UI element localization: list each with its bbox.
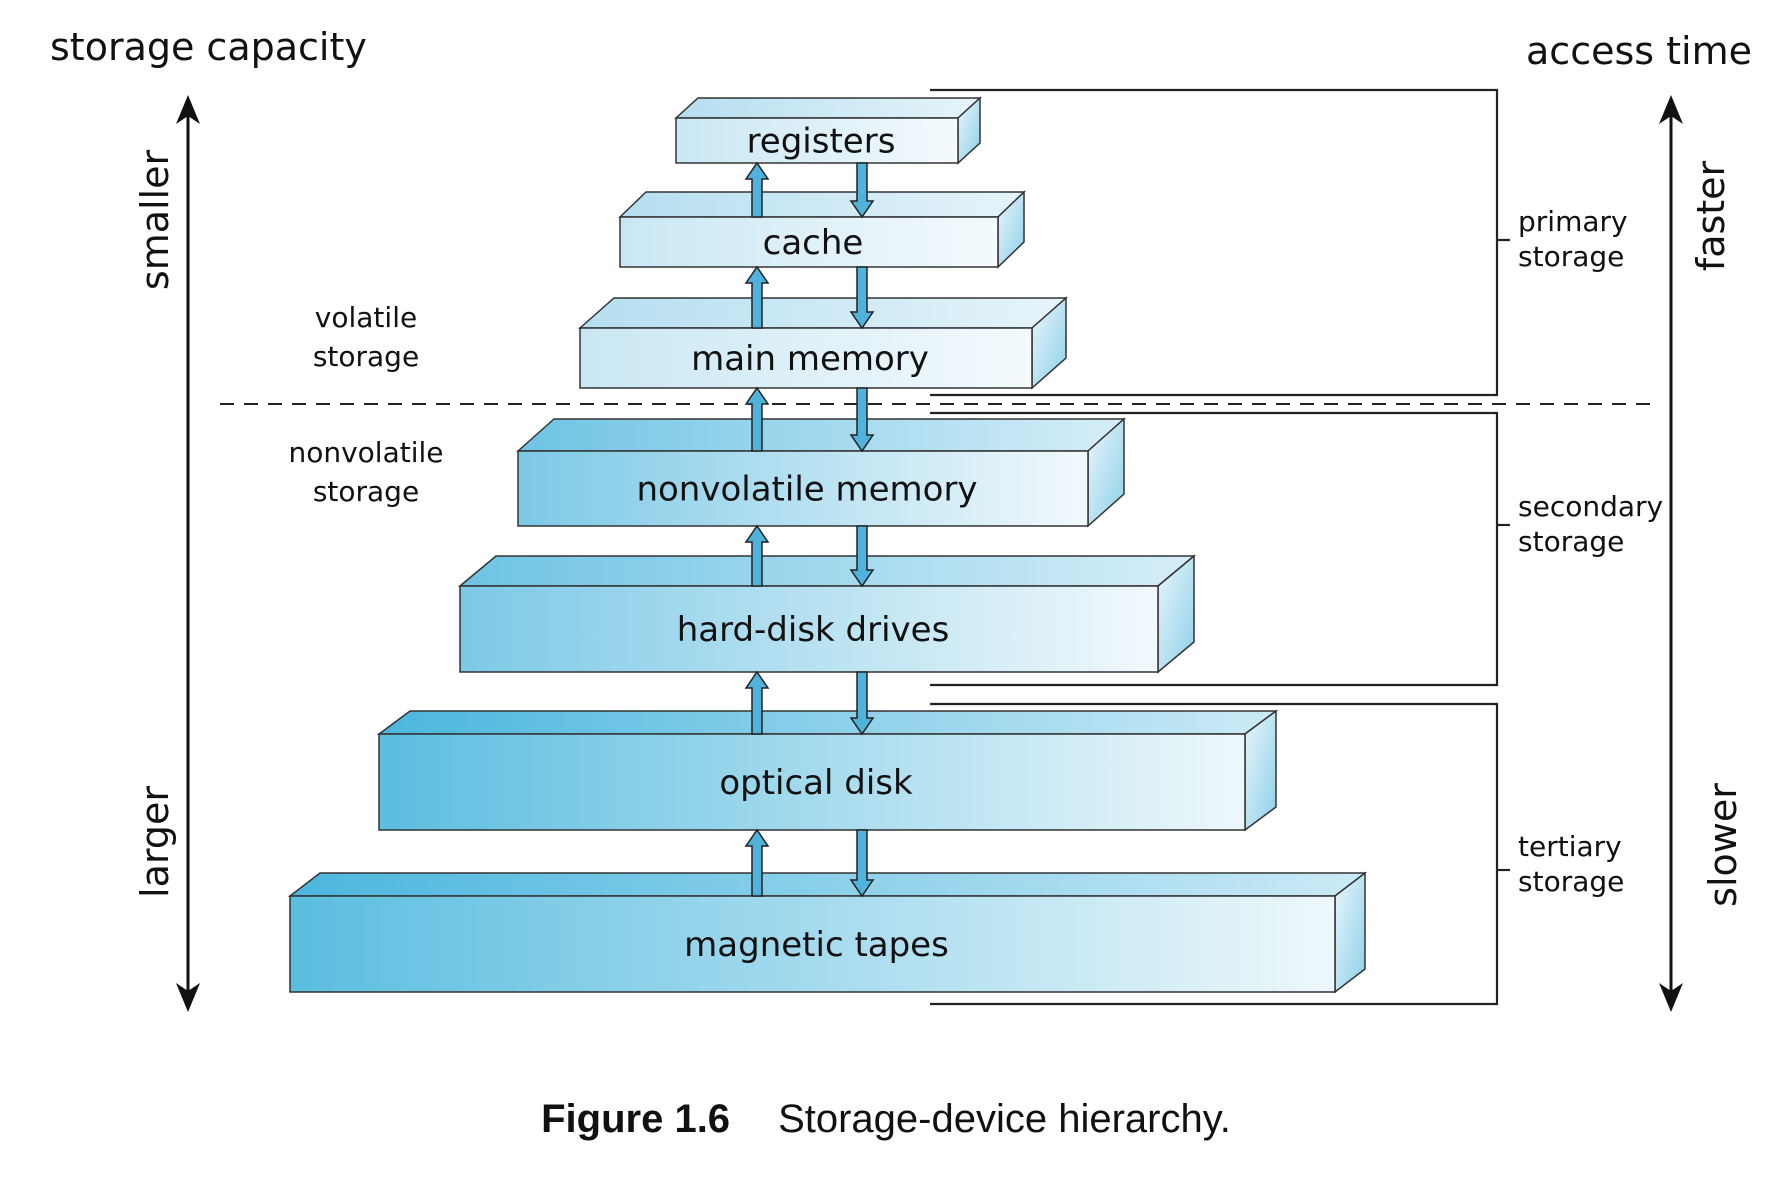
arrow-up [744,670,770,735]
level-label: hard-disk drives [677,610,950,650]
arrow-up [744,386,770,452]
level-label: main memory [691,339,929,379]
level-nonvolatile-memory: nonvolatile memory [516,417,1126,528]
volatile-label-line1: volatile [315,301,417,334]
left-axis-top-label: smaller [133,150,177,291]
level-optical-disk: optical disk [376,709,1279,832]
transfer-arrows [744,161,875,898]
level-label: magnetic tapes [684,925,949,965]
arrow-down [849,829,875,898]
nonvolatile-label-line1: nonvolatile [288,436,443,469]
slab-front [619,216,999,268]
level-label: optical disk [719,763,913,803]
slab-front [459,585,1159,673]
left-double-arrow [176,95,200,1012]
slab-front [289,895,1336,993]
left-axis-title: storage capacity [50,25,367,69]
level-label: nonvolatile memory [636,470,977,510]
slab-top [376,710,1279,735]
slab-front [378,733,1246,831]
group-label-primary-line2: storage [1518,240,1624,273]
group-label-secondary-line1: secondary [1518,490,1663,523]
arrow-down [849,671,875,736]
arrow-up [744,265,770,329]
group-label-secondary-line2: storage [1518,525,1624,558]
right-double-arrow [1659,95,1683,1012]
volatile-label-line2: storage [313,340,419,373]
tertiary-storage-bracket [930,702,1510,1006]
figure-number: Figure 1.6 [541,1097,730,1141]
primary-storage-bracket [930,88,1510,397]
secondary-storage-bracket [930,411,1510,687]
level-label: registers [747,122,896,162]
level-magnetic-tapes: magnetic tapes [287,871,1368,994]
group-label-tertiary-line2: storage [1518,865,1624,898]
arrow-down [849,266,875,330]
right-axis-bottom-label: slower [1701,783,1745,907]
group-label-tertiary-line1: tertiary [1518,830,1622,863]
figure-caption: Figure 1.6 Storage-device hierarchy. [541,1096,1231,1141]
slab-front [517,450,1089,527]
slab-top [618,191,1026,218]
nonvolatile-label-line2: storage [313,475,419,508]
hierarchy-levels: registers cache main memory nonvolatile mem… [287,96,1368,994]
slab-top [578,297,1068,329]
arrow-up [744,161,770,218]
right-axis-top-label: faster [1689,160,1733,271]
slab-front [675,117,959,164]
arrow-up [744,524,770,587]
arrow-up [744,828,770,897]
level-registers: registers [674,96,982,165]
slab-top [287,872,1368,897]
slab-top [674,97,982,119]
arrow-down [849,525,875,588]
arrow-down [849,162,875,219]
slab-front [579,327,1033,389]
arrow-down [849,387,875,453]
slab-top [457,555,1197,587]
left-axis-bottom-label: larger [133,786,177,898]
level-cache: cache [618,190,1026,269]
figure-title: Storage-device hierarchy. [778,1097,1231,1141]
level-main-memory: main memory [578,296,1068,390]
group-label-primary-line1: primary [1518,205,1628,238]
level-hard-disk-drives: hard-disk drives [457,554,1197,674]
level-label: cache [763,223,864,263]
right-axis-title: access time [1526,29,1752,73]
slab-top [516,418,1126,452]
